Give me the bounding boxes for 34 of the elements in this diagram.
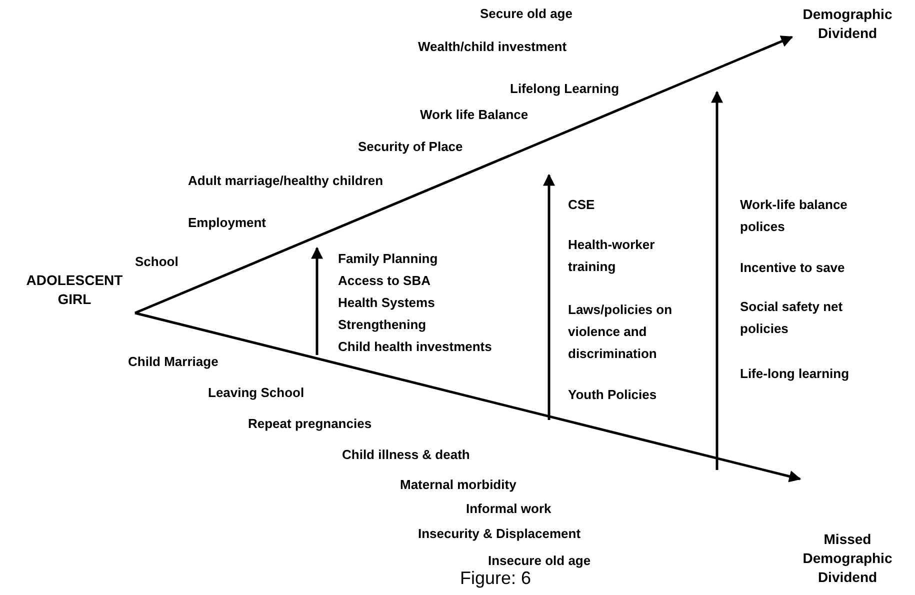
text-label: Leaving School	[208, 384, 306, 402]
text-label: Child Marriage	[128, 353, 220, 371]
text-label: Adult marriage/healthy children	[188, 172, 384, 190]
text-label: Lifelong Learning	[510, 80, 620, 98]
figure-caption: Figure: 6	[460, 568, 532, 589]
text-label: Access to SBA	[338, 272, 432, 290]
text-label: School	[135, 253, 180, 271]
node-label: Demographic Dividend	[800, 5, 895, 43]
text-label: Family Planning	[338, 250, 439, 268]
text-label: Insecure old age	[488, 552, 592, 570]
text-label: Health Systems Strengthening	[338, 294, 436, 334]
text-label: Employment	[188, 214, 268, 232]
arrow	[134, 312, 802, 482]
text-label: Health-worker training	[568, 236, 656, 276]
text-label: Incentive to save	[740, 259, 846, 277]
text-label: Wealth/child investment	[418, 38, 568, 56]
text-label: Youth Policies	[568, 386, 658, 404]
text-label: Work life Balance	[420, 106, 530, 124]
text-label: CSE	[568, 196, 596, 214]
text-label: Child illness & death	[342, 446, 471, 464]
text-label: Child health investments	[338, 338, 493, 356]
text-label: Social safety net policies	[740, 298, 844, 338]
node-label: ADOLESCENT GIRL	[12, 271, 137, 309]
text-label: Insecurity & Displacement	[418, 525, 582, 543]
text-label: Work-life balance polices	[740, 196, 848, 236]
text-label: Maternal morbidity	[400, 476, 518, 494]
text-label: Repeat pregnancies	[248, 415, 373, 433]
arrow	[134, 36, 794, 314]
node-label: Missed Demographic Dividend	[800, 530, 895, 587]
text-label: Life-long learning	[740, 365, 850, 383]
text-label: Security of Place	[358, 138, 464, 156]
text-label: Secure old age	[480, 5, 574, 23]
text-label: Laws/policies on violence and discrimination	[568, 301, 674, 363]
text-label: Informal work	[466, 500, 552, 518]
